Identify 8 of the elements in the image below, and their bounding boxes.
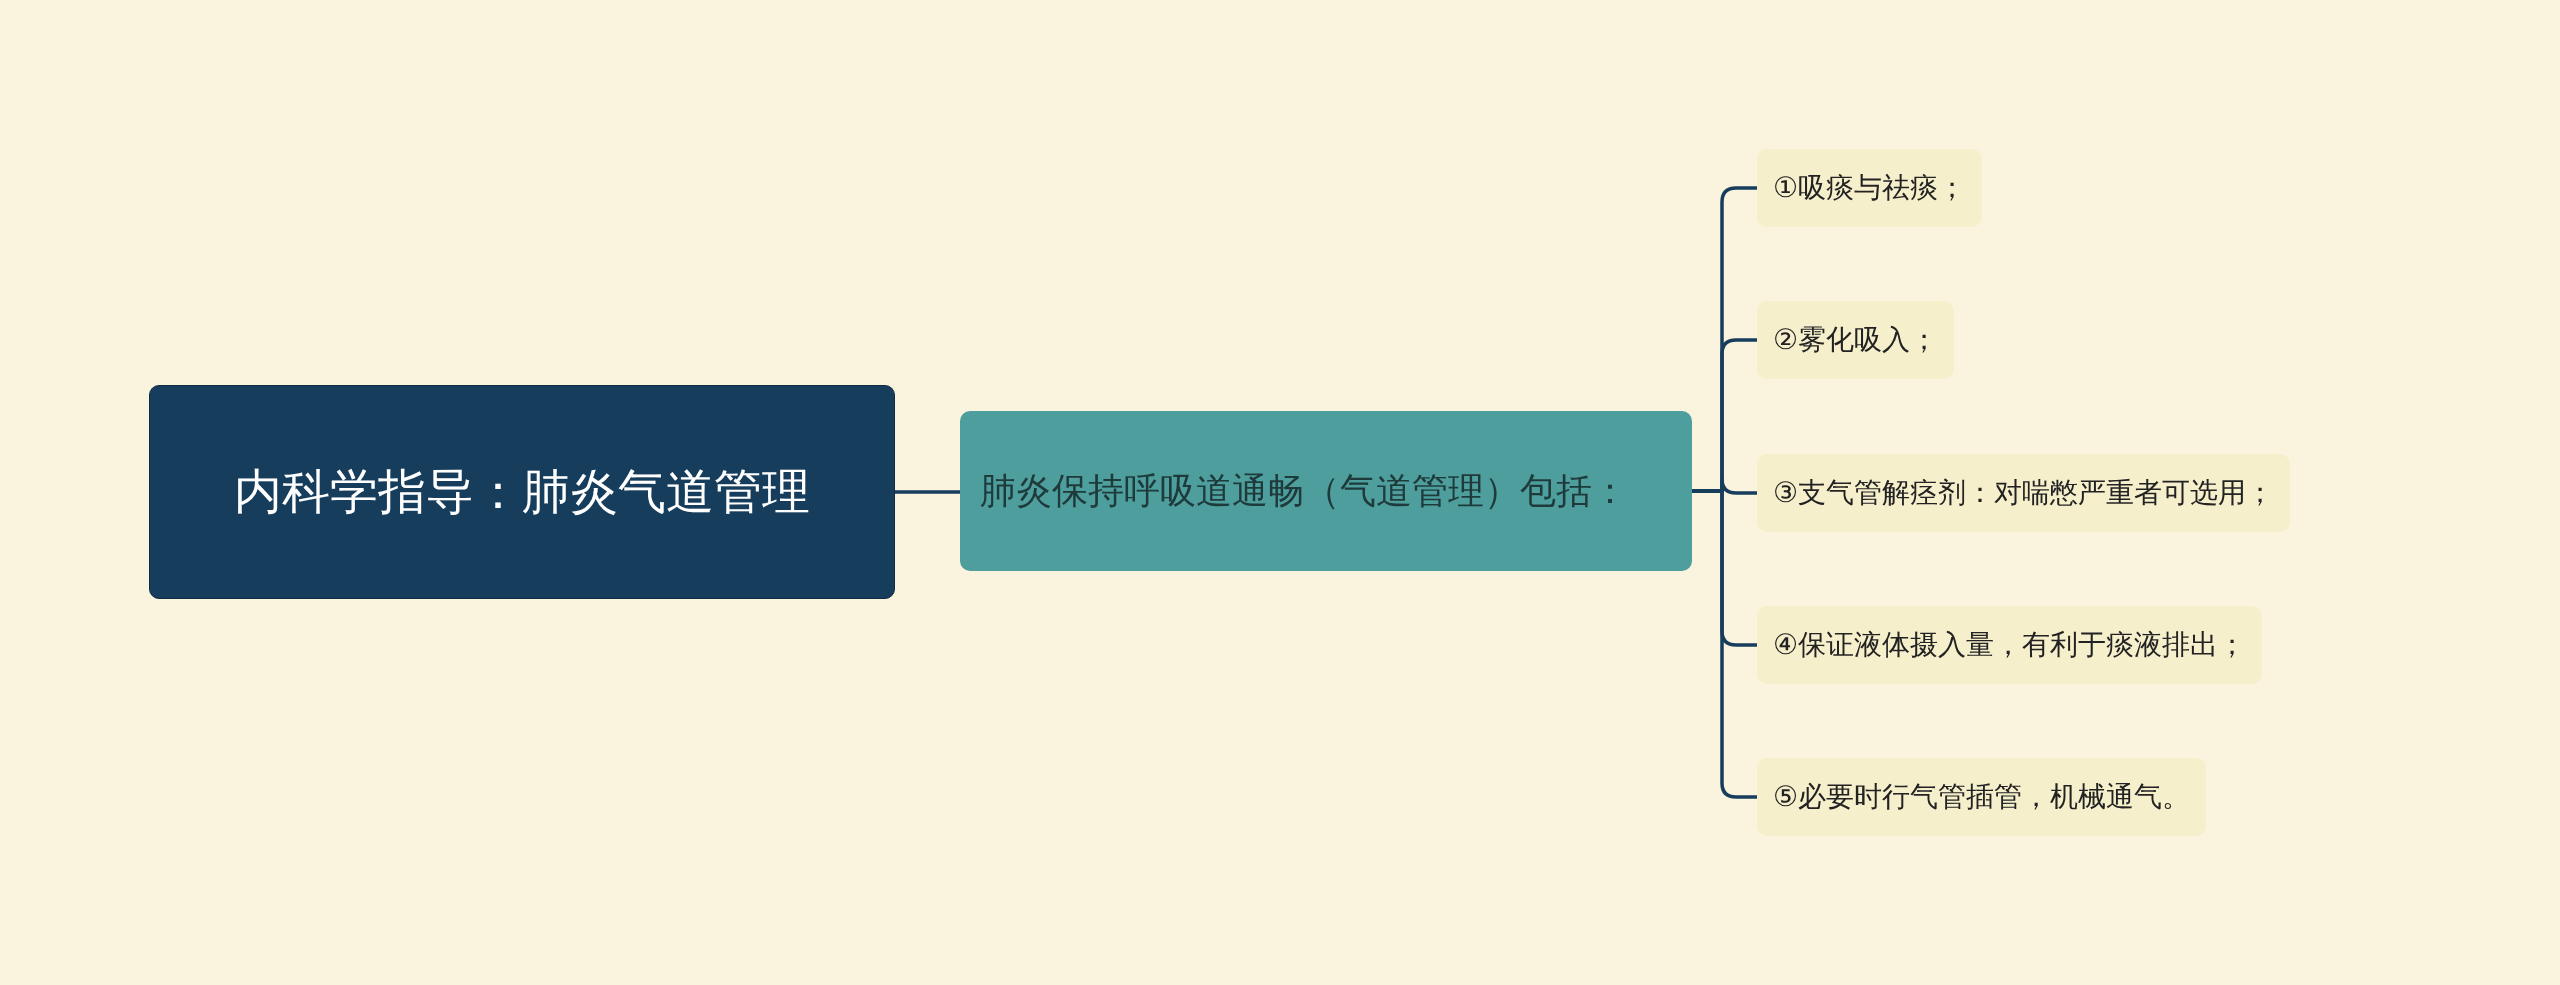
leaf-topic-box: ②雾化吸入； [1757, 301, 1955, 379]
root-topic-box: 内科学指导：肺炎气道管理 [149, 385, 895, 599]
leaf-topic-box: ①吸痰与祛痰； [1757, 149, 1983, 227]
connector-line [895, 490, 960, 494]
subtopic-box: 肺炎保持呼吸道通畅（气道管理）包括： [960, 411, 1692, 571]
leaf-topic-box: ③支气管解痉剂：对喘憋严重者可选用； [1757, 454, 2291, 532]
leaf-topic-box: ⑤必要时行气管插管，机械通气。 [1757, 758, 2207, 836]
leaf-topic-box: ④保证液体摄入量，有利于痰液排出； [1757, 606, 2263, 684]
